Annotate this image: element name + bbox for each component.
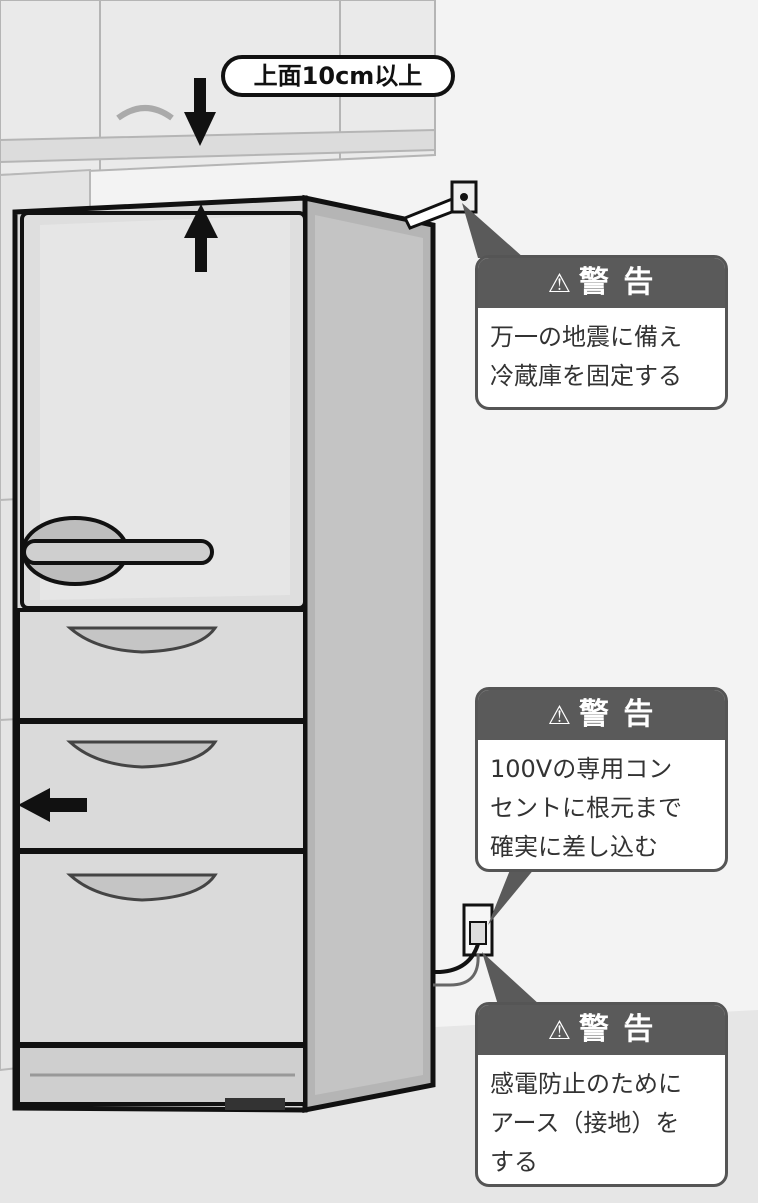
fridge-door-handle (21, 516, 214, 586)
clearance-label: 上面10cm以上 (221, 55, 455, 97)
callout-pointer-bottom (482, 952, 540, 1005)
warning-header: ⚠警 告 (478, 258, 725, 308)
wall-anchor (402, 180, 478, 230)
warning-text: 万一の地震に備え 冷蔵庫を固定する (478, 308, 725, 406)
warning-title: 警 告 (578, 265, 656, 300)
warning-header: ⚠警 告 (478, 1005, 725, 1055)
warning-title: 警 告 (578, 1012, 656, 1047)
warning-triangle-icon: ⚠ (547, 269, 573, 299)
side-clearance-arrow (18, 788, 87, 822)
warning-line: 確実に差し込む (490, 833, 658, 861)
warning-line: アース（接地）を (490, 1109, 680, 1137)
warning-line: 100Vの専用コン (490, 755, 673, 783)
warning-triangle-icon: ⚠ (547, 701, 573, 731)
callout-pointer-top (462, 203, 524, 258)
warning-header: ⚠警 告 (478, 690, 725, 740)
fridge-drawer-2 (16, 720, 307, 852)
warning-line: する (490, 1148, 538, 1176)
kitchen-upper-cabinet (0, 0, 436, 177)
fridge-drawer-1 (16, 608, 307, 722)
clearance-down-arrow (184, 78, 216, 146)
warning-line: セントに根元まで (490, 794, 682, 822)
warning-title: 警 告 (578, 697, 656, 732)
warning-line: 万一の地震に備え (490, 323, 682, 351)
warning-text: 100Vの専用コン セントに根元まで 確実に差し込む (478, 740, 725, 869)
warning-line: 冷蔵庫を固定する (490, 362, 682, 390)
warning-text: 感電防止のために アース（接地）を する (478, 1055, 725, 1184)
power-outlet (433, 903, 494, 987)
warning-callout-outlet: ⚠警 告 100Vの専用コン セントに根元まで 確実に差し込む (475, 687, 728, 872)
warning-callout-earthquake: ⚠警 告 万一の地震に備え 冷蔵庫を固定する (475, 255, 728, 410)
warning-callout-grounding: ⚠警 告 感電防止のために アース（接地）を する (475, 1002, 728, 1187)
clearance-up-arrow (184, 204, 218, 272)
warning-line: 感電防止のために (490, 1070, 682, 1098)
fridge-drawer-3 (16, 850, 307, 1046)
warning-triangle-icon: ⚠ (547, 1016, 573, 1046)
fridge-base (16, 1044, 307, 1110)
